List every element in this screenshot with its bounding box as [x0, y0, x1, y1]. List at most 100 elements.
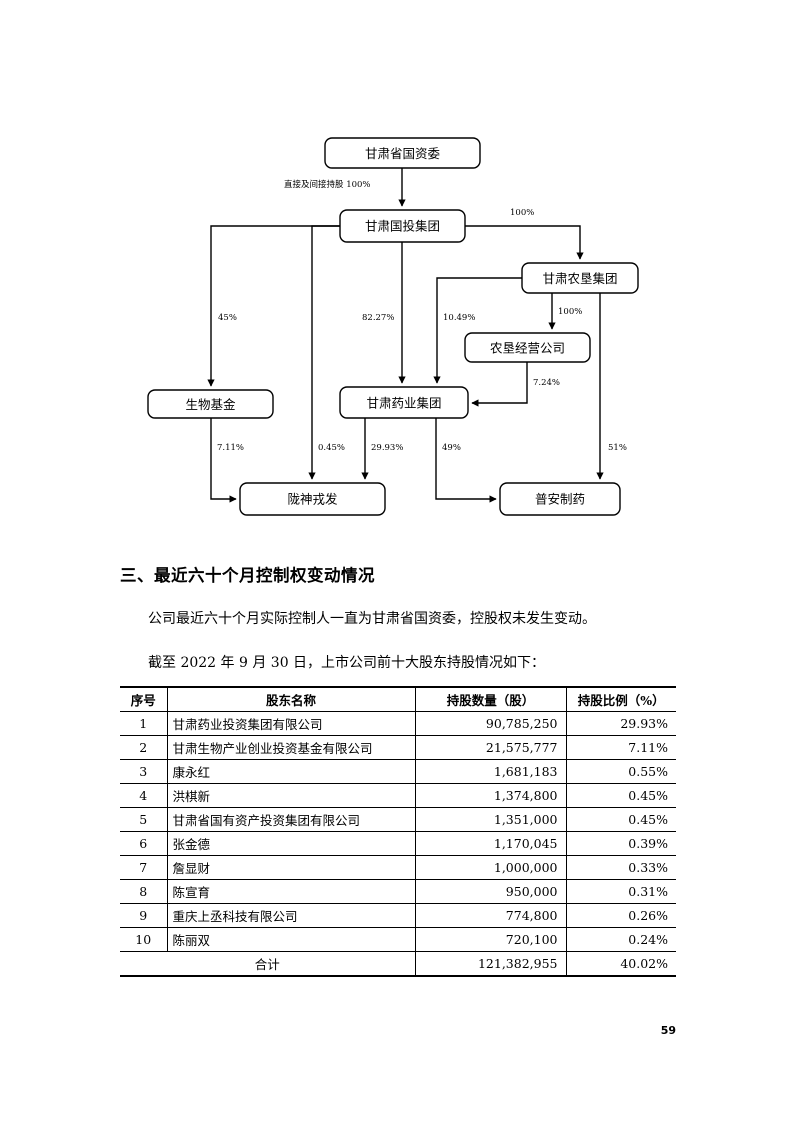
cell-name: 张金德: [166, 831, 416, 856]
cell-quantity: 1,170,045: [414, 831, 567, 856]
cell-percent: 0.24%: [565, 927, 676, 952]
diagram-node-yaoye: 甘肃药业集团: [339, 386, 469, 419]
cell-name: 洪棋新: [166, 783, 416, 808]
edge-nongkenop-to-yaoye: [471, 362, 528, 407]
cell-index: 9: [120, 903, 168, 928]
diagram-node-bio-fund: 生物基金: [147, 389, 274, 419]
section-heading: 三、最近六十个月控制权变动情况: [120, 566, 375, 585]
cell-index: 8: [120, 879, 168, 904]
edge-label-guotou-yaoye: 82.27%: [362, 313, 394, 323]
cell-quantity: 21,575,777: [414, 735, 567, 760]
diagram-node-nongken-op: 农垦经营公司: [464, 332, 591, 363]
diagram-node-nongken: 甘肃农垦集团: [521, 262, 639, 294]
edge-yaoye-to-puan: [435, 418, 497, 503]
cell-name: 甘肃药业投资集团有限公司: [166, 711, 416, 736]
edge-label-nongken-puan: 51%: [608, 443, 627, 453]
cell-percent: 0.31%: [565, 879, 676, 904]
edge-label-guotou-longshen: 0.45%: [318, 443, 345, 453]
diagram-node-guotou: 甘肃国投集团: [339, 209, 466, 243]
table-row: 6 张金德 1,170,045 0.39%: [120, 831, 676, 856]
cell-quantity: 1,374,800: [414, 783, 567, 808]
cell-percent: 0.45%: [565, 783, 676, 808]
node-label-bio-fund: 生物基金: [185, 397, 236, 412]
cell-name: 甘肃省国有资产投资集团有限公司: [166, 807, 416, 832]
column-header-index: 序号: [120, 686, 168, 712]
table-row: 4 洪棋新 1,374,800 0.45%: [120, 783, 676, 808]
table-row: 8 陈宣育 950,000 0.31%: [120, 879, 676, 904]
table-row: 9 重庆上丞科技有限公司 774,800 0.26%: [120, 903, 676, 928]
cell-index: 5: [120, 807, 168, 832]
cell-name: 重庆上丞科技有限公司: [166, 903, 416, 928]
column-header-percent: 持股比例（%）: [565, 686, 676, 712]
cell-index: 2: [120, 735, 168, 760]
cell-quantity: 720,100: [414, 927, 567, 952]
column-header-quantity: 持股数量（股）: [414, 686, 567, 712]
cell-percent: 29.93%: [565, 711, 676, 736]
table-header-row: 序号 股东名称 持股数量（股） 持股比例（%）: [120, 686, 676, 712]
page-number: 59: [660, 1024, 676, 1037]
paragraph-control-unchanged: 公司最近六十个月实际控制人一直为甘肃省国资委，控股权未发生变动。: [148, 611, 596, 627]
cell-percent: 7.11%: [565, 735, 676, 760]
edge-label-yaoye-longshen: 29.93%: [371, 443, 403, 453]
edge-label-nongkenop-yaoye: 7.24%: [533, 378, 560, 388]
edge-label-yaoye-puan: 49%: [442, 443, 461, 453]
node-label-longshen: 陇神戎发: [287, 492, 338, 507]
cell-quantity: 90,785,250: [414, 711, 567, 736]
cell-index: 10: [120, 927, 168, 952]
cell-total-quantity: 121,382,955: [414, 951, 567, 977]
cell-total-label: 合计: [120, 951, 416, 977]
cell-quantity: 1,000,000: [414, 855, 567, 880]
cell-quantity: 774,800: [414, 903, 567, 928]
diagram-node-longshen: 陇神戎发: [239, 482, 386, 516]
diagram-node-sasac: 甘肃省国资委: [324, 137, 481, 169]
table-row: 5 甘肃省国有资产投资集团有限公司 1,351,000 0.45%: [120, 807, 676, 832]
cell-percent: 0.26%: [565, 903, 676, 928]
node-label-guotou: 甘肃国投集团: [365, 219, 440, 234]
cell-percent: 0.45%: [565, 807, 676, 832]
cell-name: 陈丽双: [166, 927, 416, 952]
top-shareholders-table: 序号 股东名称 持股数量（股） 持股比例（%） 1 甘肃药业投资集团有限公司 9…: [120, 686, 676, 977]
edge-label-biofund-longshen: 7.11%: [217, 443, 244, 453]
cell-percent: 0.33%: [565, 855, 676, 880]
edge-guotou-to-biofund: [207, 225, 340, 387]
cell-name: 陈宣育: [166, 879, 416, 904]
table-total-row: 合计 121,382,955 40.02%: [120, 951, 676, 977]
cell-name: 康永红: [166, 759, 416, 784]
node-label-nongken-op: 农垦经营公司: [490, 341, 565, 356]
edge-label-guotou-nongken: 100%: [510, 208, 534, 218]
cell-quantity: 950,000: [414, 879, 567, 904]
node-label-puan: 普安制药: [535, 492, 585, 507]
cell-index: 1: [120, 711, 168, 736]
cell-quantity: 1,351,000: [414, 807, 567, 832]
table-row: 2 甘肃生物产业创业投资基金有限公司 21,575,777 7.11%: [120, 735, 676, 760]
node-label-nongken: 甘肃农垦集团: [542, 271, 617, 286]
column-header-name: 股东名称: [166, 686, 416, 712]
cell-name: 詹显财: [166, 855, 416, 880]
cell-name: 甘肃生物产业创业投资基金有限公司: [166, 735, 416, 760]
table-row: 7 詹显财 1,000,000 0.33%: [120, 855, 676, 880]
edge-label-sasac-guotou: 直接及间接持股 100%: [284, 179, 371, 190]
ownership-structure-diagram: 甘肃省国资委 甘肃国投集团 甘肃农垦集团 农垦经营公司 生物基金 甘肃药业集团: [0, 0, 793, 545]
top-shareholders-table-wrapper: 序号 股东名称 持股数量（股） 持股比例（%） 1 甘肃药业投资集团有限公司 9…: [120, 686, 676, 977]
cell-percent: 0.55%: [565, 759, 676, 784]
table-row: 10 陈丽双 720,100 0.24%: [120, 927, 676, 952]
cell-total-percent: 40.02%: [565, 951, 676, 977]
diagram-node-puan: 普安制药: [499, 482, 621, 516]
paragraph-table-intro: 截至 2022 年 9 月 30 日，上市公司前十大股东持股情况如下：: [148, 655, 546, 671]
edge-guotou-to-nongken: [465, 225, 584, 260]
edge-label-nongken-yaoye: 10.49%: [443, 313, 475, 323]
edge-label-guotou-biofund: 45%: [218, 313, 237, 323]
table-row: 3 康永红 1,681,183 0.55%: [120, 759, 676, 784]
cell-index: 4: [120, 783, 168, 808]
cell-percent: 0.39%: [565, 831, 676, 856]
edge-nongken-to-yaoye: [433, 277, 522, 384]
node-label-yaoye: 甘肃药业集团: [366, 396, 441, 411]
table-row: 1 甘肃药业投资集团有限公司 90,785,250 29.93%: [120, 711, 676, 736]
cell-quantity: 1,681,183: [414, 759, 567, 784]
node-label-sasac: 甘肃省国资委: [365, 146, 441, 161]
cell-index: 3: [120, 759, 168, 784]
cell-index: 7: [120, 855, 168, 880]
cell-index: 6: [120, 831, 168, 856]
edge-label-nongken-nongkenop: 100%: [558, 307, 582, 317]
